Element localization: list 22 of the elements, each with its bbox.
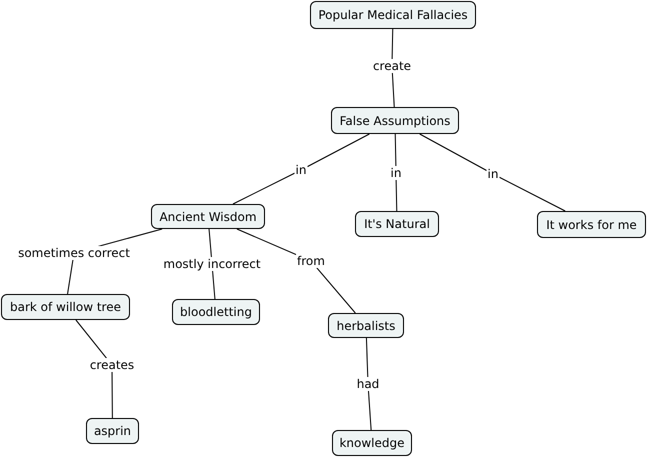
edge-label: in	[294, 163, 308, 177]
concept-box: bark of willow tree	[1, 294, 130, 320]
concept-box: It works for me	[537, 211, 646, 238]
concept-box: knowledge	[332, 430, 412, 456]
edge-label: creates	[88, 358, 136, 372]
connector-line	[232, 134, 370, 204]
edge-label: create	[372, 59, 412, 73]
concept-box: False Assumptions	[331, 107, 459, 134]
concept-box: It's Natural	[355, 211, 439, 237]
edge-label: in	[486, 167, 500, 181]
edge-label: mostly incorrect	[162, 257, 262, 271]
concept-box: asprin	[86, 418, 139, 444]
edge-label: had	[356, 377, 380, 391]
concept-box: herbalists	[328, 313, 404, 338]
connector-line	[419, 134, 566, 212]
connector-line	[394, 134, 398, 212]
edge-label: sometimes correct	[17, 246, 131, 260]
concept-box: Ancient Wisdom	[151, 204, 265, 229]
edge-label: from	[296, 254, 326, 268]
edge-label: in	[390, 166, 402, 180]
concept-box: bloodletting	[172, 299, 260, 325]
concept-box: Popular Medical Fallacies	[310, 1, 476, 29]
